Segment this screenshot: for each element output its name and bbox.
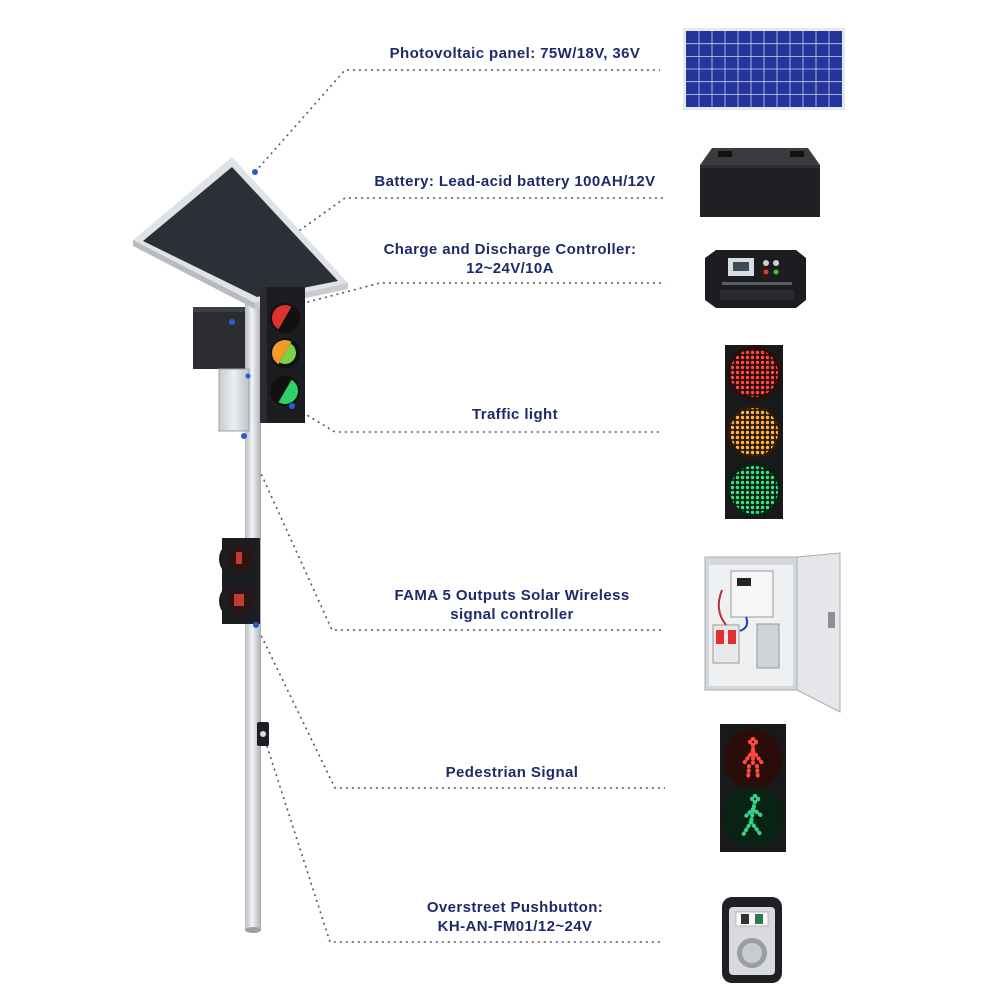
label-line: 12~24V/10A xyxy=(466,260,554,277)
leader-line-pedestrian xyxy=(255,624,665,789)
pole-controller-cabinet xyxy=(218,368,250,432)
label-line: Photovoltaic panel: 75W/18V, 36V xyxy=(389,45,641,62)
label-line: Battery: Lead-acid battery 100AH/12V xyxy=(374,173,656,190)
battery-icon xyxy=(700,148,820,217)
charge-controller-icon xyxy=(705,250,806,308)
label-charge-controller: Charge and Discharge Controller: 12~24V/… xyxy=(355,240,665,278)
pedestrian-signal-icon xyxy=(720,724,786,852)
leader-line-charge-controller xyxy=(231,282,665,323)
pole-battery-box xyxy=(193,307,245,369)
pushbutton-icon xyxy=(722,897,782,983)
signal-controller-cabinet-icon xyxy=(704,552,841,713)
pole-pedestrian-signal xyxy=(219,538,260,628)
leader-lines xyxy=(231,69,665,943)
label-photovoltaic-panel: Photovoltaic panel: 75W/18V, 36V xyxy=(360,44,670,63)
label-line: signal controller xyxy=(450,606,574,623)
solar-panel-icon xyxy=(683,28,845,110)
label-signal-controller: FAMA 5 Outputs Solar Wireless signal con… xyxy=(362,586,662,624)
label-line: KH-AN-FM01/12~24V xyxy=(437,918,593,935)
leader-line-pushbutton xyxy=(264,739,660,943)
label-line: Overstreet Pushbutton: xyxy=(426,899,604,916)
leader-line-photovoltaic xyxy=(254,69,660,173)
label-line: FAMA 5 Outputs Solar Wireless xyxy=(394,587,630,604)
traffic-light-icon xyxy=(725,345,783,519)
label-pedestrian-signal: Pedestrian Signal xyxy=(412,763,612,782)
pole-traffic-light xyxy=(260,287,305,423)
label-line: Pedestrian Signal xyxy=(445,764,579,781)
pole-assembly xyxy=(133,157,348,933)
label-battery: Battery: Lead-acid battery 100AH/12V xyxy=(340,172,690,191)
label-traffic-light: Traffic light xyxy=(440,405,590,424)
label-pushbutton: Overstreet Pushbutton: KH-AN-FM01/12~24V xyxy=(380,898,650,936)
label-line: Charge and Discharge Controller: xyxy=(383,241,637,258)
label-line: Traffic light xyxy=(471,406,559,423)
pole-pushbutton xyxy=(257,722,269,746)
pole-solar-panel xyxy=(133,157,348,309)
